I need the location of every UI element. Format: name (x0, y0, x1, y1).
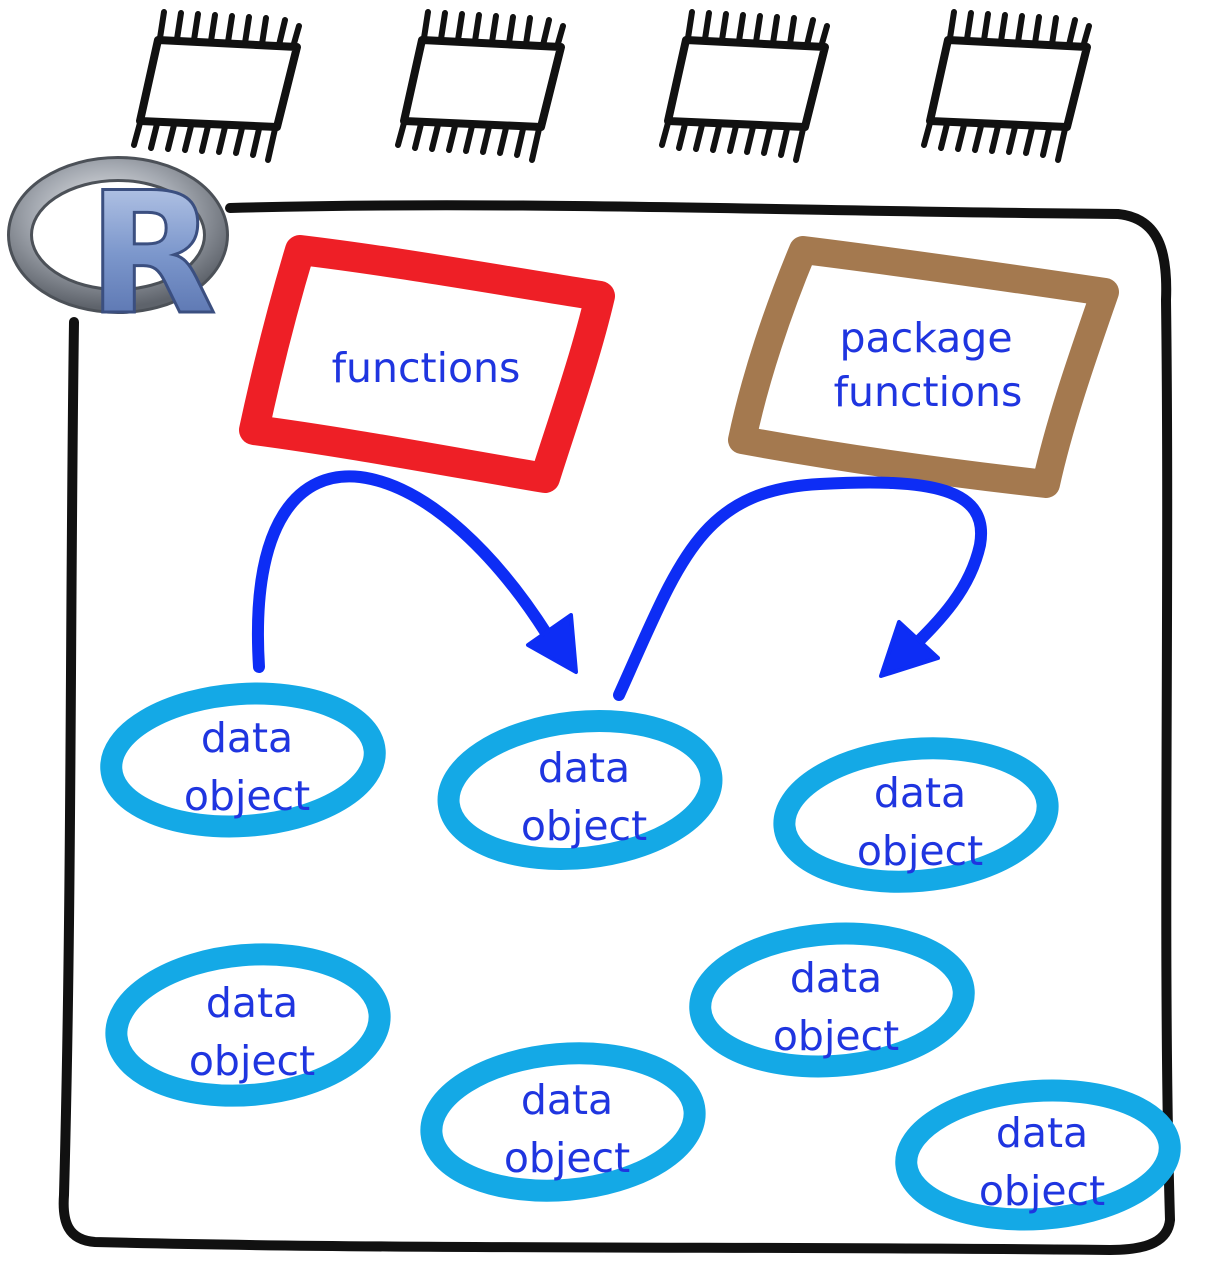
data-object-label-line2: object (184, 772, 310, 820)
package-label-line2: functions (834, 368, 1023, 416)
data-object-border (773, 737, 1059, 893)
functions-box-border (239, 235, 615, 493)
r-logo-icon: R (7, 155, 229, 354)
data-object: data object (437, 709, 723, 871)
data-object-label-line1: data (521, 1076, 613, 1124)
package-box-border (728, 236, 1119, 498)
r-logo-letter: R (87, 156, 216, 352)
data-object: data object (105, 943, 391, 1107)
cpu-chip-icon (659, 9, 830, 163)
data-object-label-line2: object (521, 802, 647, 850)
workspace-frame (58, 200, 1175, 1255)
package-label-line1: package (839, 314, 1012, 362)
data-object-label-line1: data (201, 714, 293, 762)
arrowhead-2 (879, 620, 940, 678)
cpu-chip-icon (921, 9, 1092, 163)
data-object: data object (773, 737, 1059, 893)
data-object-label-line1: data (874, 769, 966, 817)
data-object-label-line2: object (189, 1037, 315, 1085)
package-functions-box: package functions (728, 236, 1119, 498)
arrowhead-1 (526, 613, 578, 674)
data-object-border (105, 943, 391, 1107)
data-object-label-line1: data (206, 979, 298, 1027)
arrow-data-to-functions (252, 470, 554, 673)
data-object-border (689, 922, 975, 1078)
data-object-border (100, 682, 386, 838)
data-object-label-line1: data (790, 954, 882, 1002)
data-object-label-line1: data (538, 744, 630, 792)
data-object-label-line1: data (996, 1109, 1088, 1157)
cpu-chip-row (131, 9, 1092, 163)
data-object-label-line2: object (979, 1167, 1105, 1215)
data-object: data object (420, 1042, 706, 1202)
data-object-border (895, 1079, 1181, 1231)
functions-box: functions (239, 235, 615, 493)
data-object: data object (895, 1079, 1181, 1231)
data-object: data object (689, 922, 975, 1078)
data-object-label-line2: object (857, 827, 983, 875)
data-objects: data object data object data object data object… (100, 682, 1181, 1231)
data-object: data object (100, 682, 386, 838)
arrow-data-to-package (613, 476, 988, 701)
arrows (252, 470, 988, 701)
data-object-border (420, 1042, 706, 1202)
functions-label: functions (332, 344, 521, 392)
cpu-chip-icon (395, 9, 566, 163)
data-object-border (437, 709, 723, 871)
cpu-chip-icon (131, 9, 302, 163)
data-object-label-line2: object (773, 1012, 899, 1060)
data-object-label-line2: object (504, 1134, 630, 1182)
